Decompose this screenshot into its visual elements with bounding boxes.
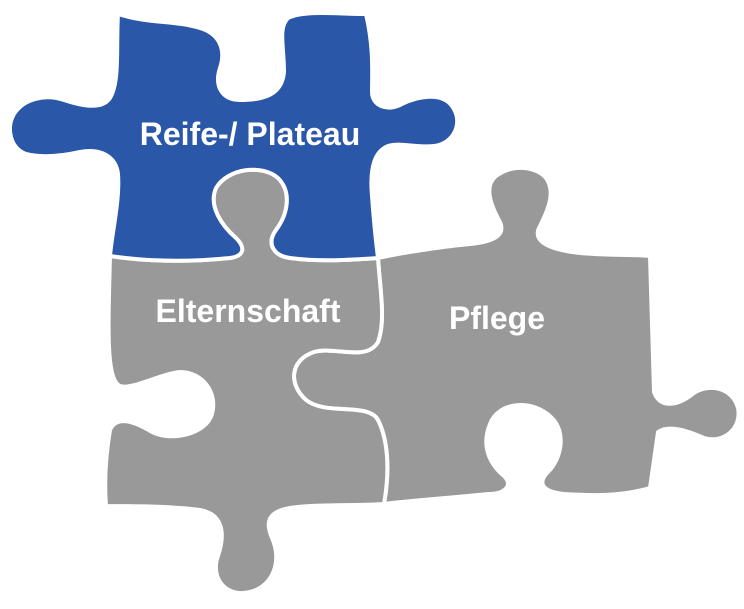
puzzle-piece-elternschaft-label: Elternschaft — [156, 293, 341, 329]
puzzle-piece-elternschaft: Elternschaft — [103, 167, 390, 596]
puzzle-piece-reife-plateau: Reife-/ Plateau — [8, 11, 460, 263]
puzzle-piece-pflege-label: Pflege — [449, 300, 545, 336]
puzzle-piece-reife-plateau-label: Reife-/ Plateau — [140, 116, 361, 152]
puzzle-piece-reife-plateau-shape — [8, 11, 460, 263]
